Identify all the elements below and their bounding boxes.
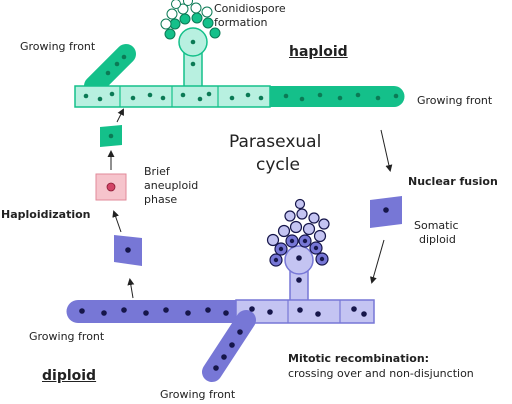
haploid-cell <box>100 125 122 147</box>
conidiospore-label-line2: formation <box>214 16 268 29</box>
haploid-branch <box>84 44 136 96</box>
mitotic-recombination-detail: crossing over and non-disjunction <box>288 367 474 380</box>
brief-label-line2: aneuploid <box>144 179 199 192</box>
somatic-diploid-label-line2: diploid <box>419 233 456 246</box>
brief-label-line1: Brief <box>144 165 170 178</box>
brief-label-line3: phase <box>144 193 178 206</box>
arrow-up-4 <box>116 108 124 123</box>
growing-front-label-bottom-left: Growing front <box>29 330 105 343</box>
haploid-main-dark <box>270 86 405 107</box>
haploid-conidia <box>160 0 221 40</box>
haploidization-label: Haploidization <box>1 208 91 221</box>
diploid-main-dark <box>66 300 236 323</box>
diploid-hypha <box>66 198 375 382</box>
arrow-to-diploid <box>370 239 385 284</box>
somatic-diploid-label-line1: Somatic <box>414 219 459 232</box>
arrow-up-2 <box>112 210 122 233</box>
growing-front-label-top-left: Growing front <box>20 40 96 53</box>
arrow-to-nuclear-fusion <box>380 129 393 172</box>
title-line2: cycle <box>256 155 300 175</box>
growing-front-label-bottom: Growing front <box>160 388 236 401</box>
diploid-cell-left <box>114 235 142 266</box>
conidiospore-label-line1: Conidiospore <box>214 2 286 15</box>
mitotic-recombination-label: Mitotic recombination: <box>288 352 430 365</box>
diploid-label: diploid <box>42 368 97 384</box>
nuclear-fusion-label: Nuclear fusion <box>408 175 498 188</box>
growing-front-label-right: Growing front <box>417 94 493 107</box>
cycle-arrows <box>107 108 393 299</box>
diploid-branch <box>202 310 256 382</box>
aneuploid-cell <box>95 173 127 201</box>
title-line1: Parasexual <box>229 132 322 152</box>
somatic-diploid-cell <box>370 196 402 228</box>
diploid-conidia <box>266 198 330 267</box>
arrow-up-1 <box>127 278 135 299</box>
diploid-nuclei <box>79 306 367 371</box>
haploid-hypha <box>74 0 405 108</box>
haploid-label: haploid <box>289 44 348 60</box>
haploid-nuclei <box>83 91 399 102</box>
